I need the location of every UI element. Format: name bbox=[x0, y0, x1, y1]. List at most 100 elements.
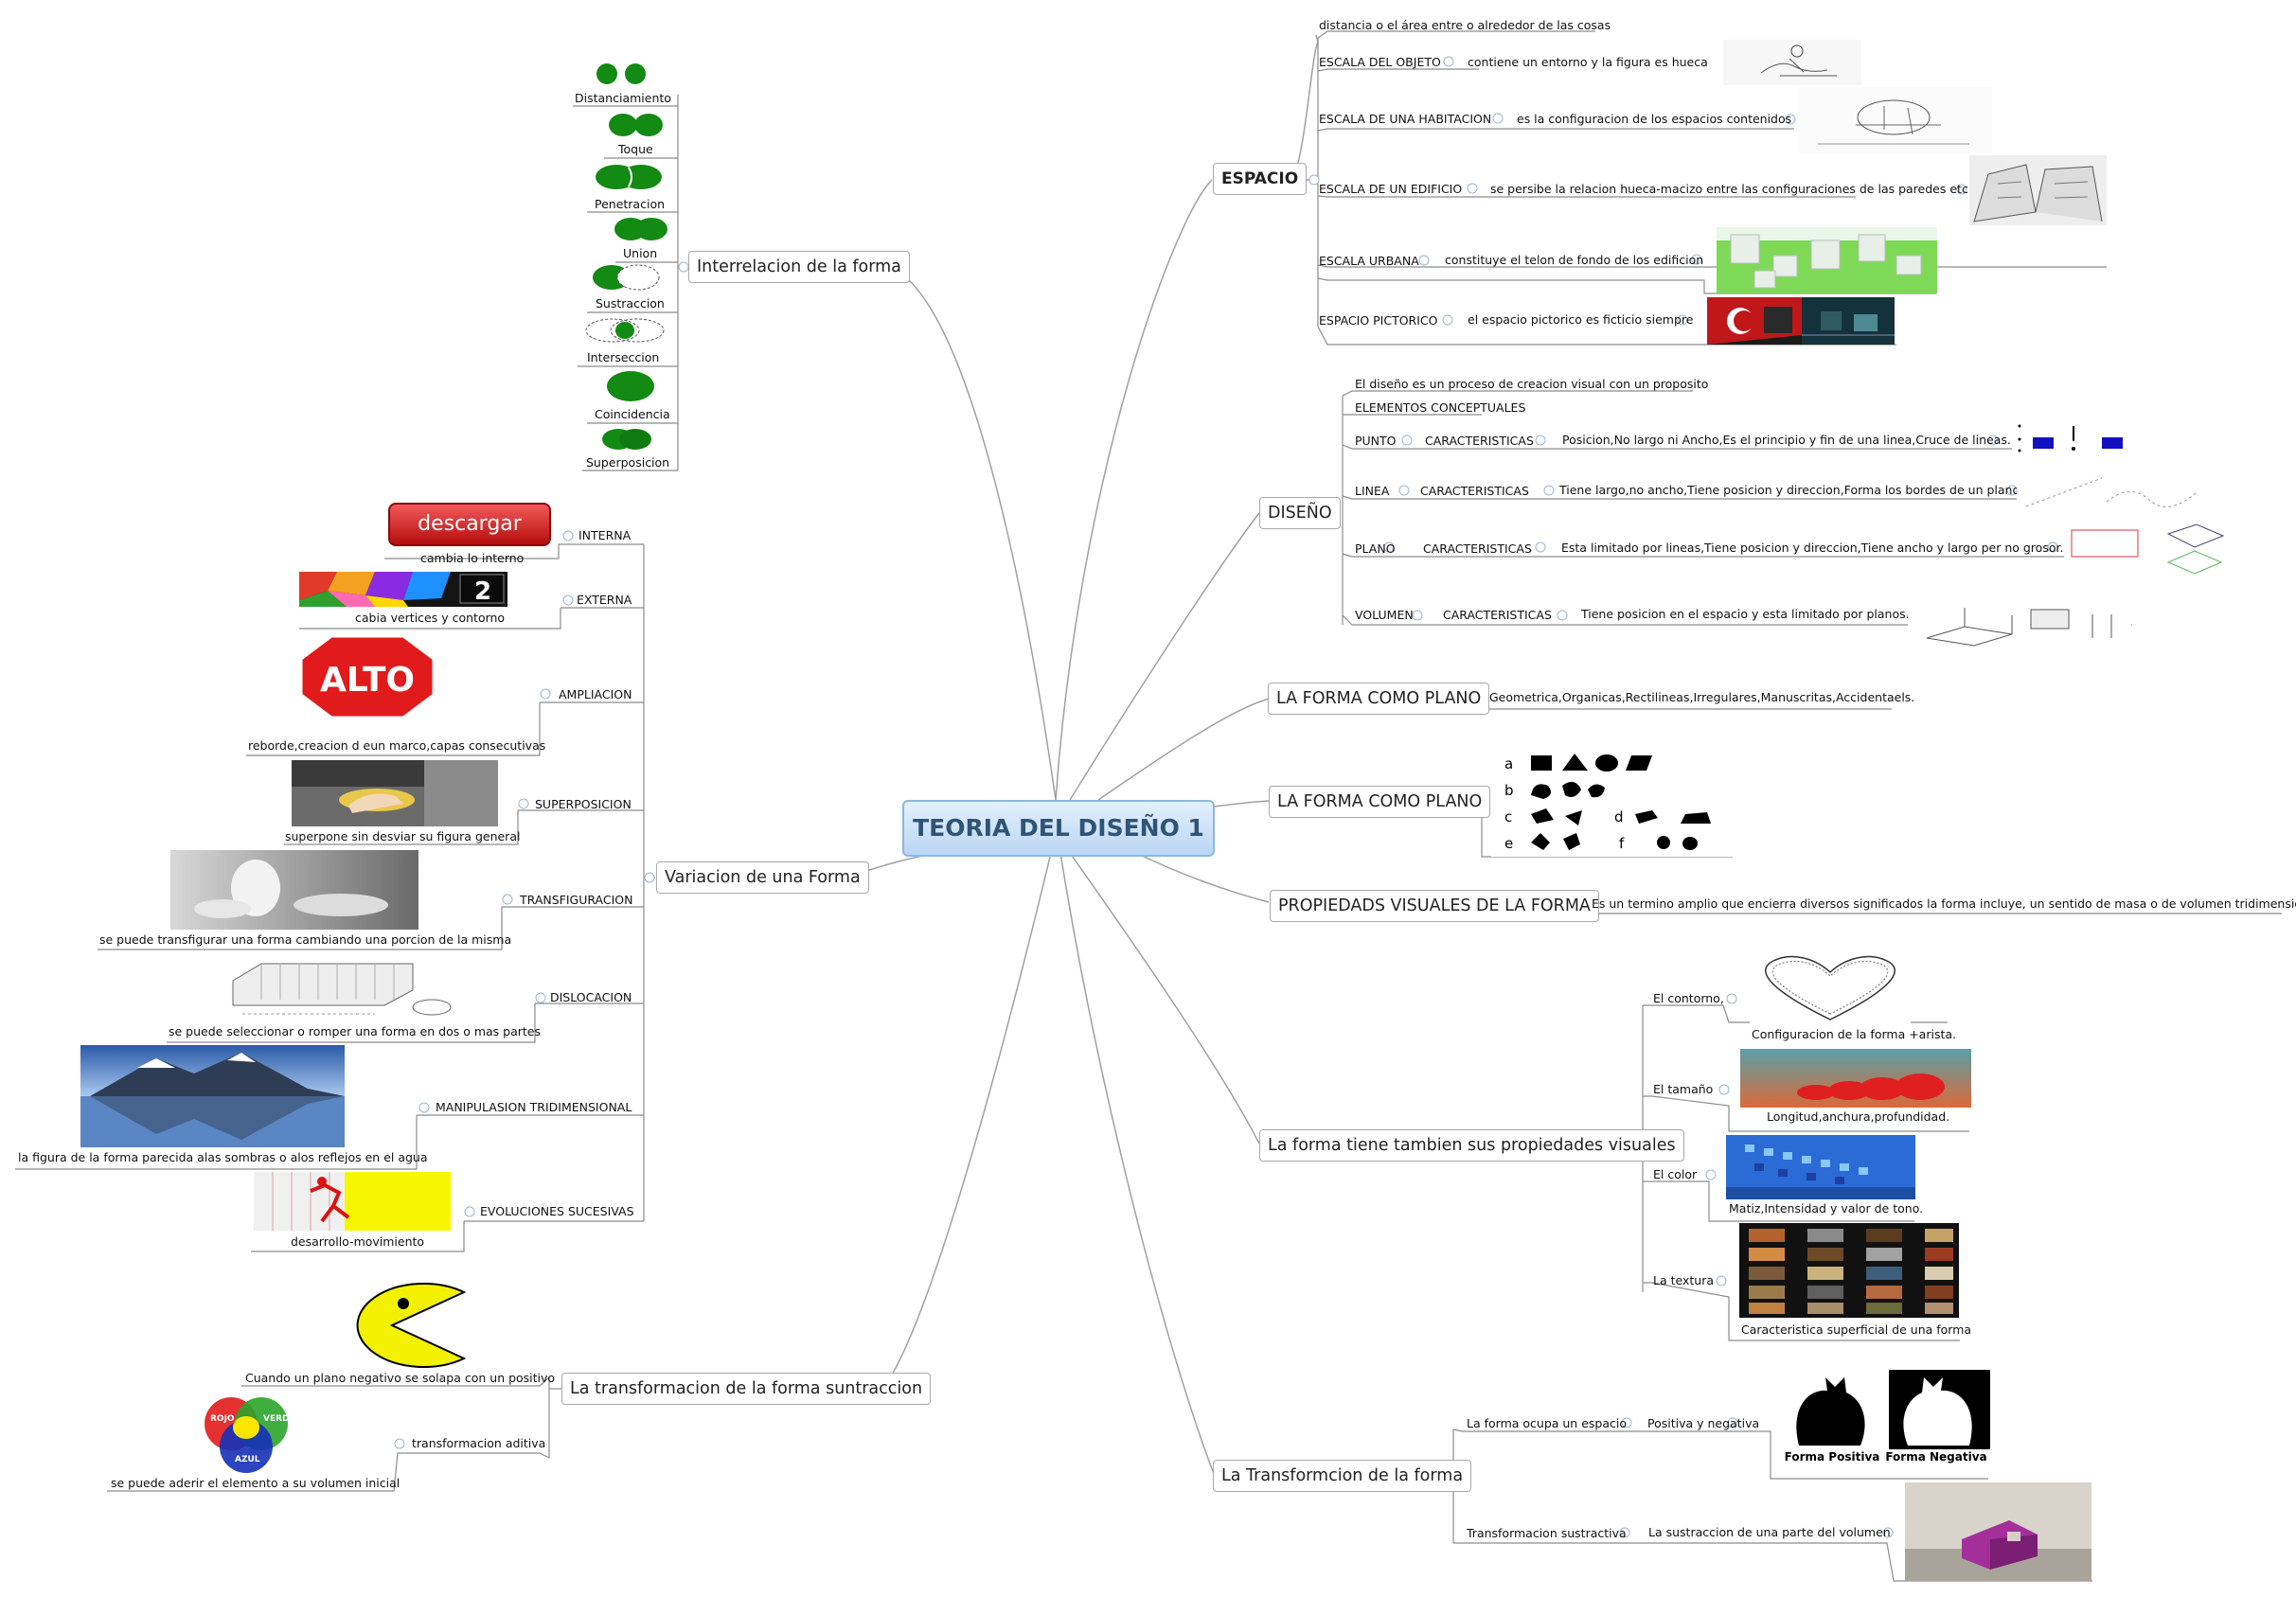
stop-sign-image: ALTO bbox=[292, 632, 485, 735]
variacion-caption-superposicion: superpone sin desviar su figura general bbox=[285, 829, 521, 843]
city-render-image bbox=[1717, 227, 1937, 293]
diseno-label-plano[interactable]: PLANO bbox=[1355, 541, 1396, 556]
heart-contour-image bbox=[1750, 951, 1911, 1025]
topic-propiedades-visuales[interactable]: PROPIEDADS VISUALES DE LA FORMA bbox=[1270, 890, 1599, 922]
shape-letter-c: c bbox=[1504, 808, 1512, 825]
visual-label-color[interactable]: El color bbox=[1653, 1167, 1698, 1181]
forma-plano-1-desc[interactable]: Geometrica,Organicas,Rectilineas,Irregul… bbox=[1489, 690, 1915, 704]
transformacion-sub-sustraccion[interactable]: La sustraccion de una parte del volumen bbox=[1648, 1525, 1891, 1539]
topic-transformacion-forma[interactable]: La Transformcion de la forma bbox=[1213, 1460, 1472, 1492]
sketch-image-objeto bbox=[1723, 40, 1861, 85]
variacion-label-interna[interactable]: INTERNA bbox=[578, 528, 632, 542]
variacion-caption-transfiguracion: se puede transfigurar una forma cambiand… bbox=[99, 932, 512, 947]
topic-variacion-forma[interactable]: Variacion de una Forma bbox=[656, 861, 869, 894]
interrelacion-superposicion: Superposicion bbox=[586, 455, 670, 470]
variacion-label-transfiguracion[interactable]: TRANSFIGURACION bbox=[520, 893, 633, 907]
transformacion-label-ocupa[interactable]: La forma ocupa un espacio bbox=[1467, 1416, 1627, 1430]
union-icon bbox=[612, 216, 670, 242]
espacio-desc-2[interactable]: se persibe la relacion hueca-macizo entr… bbox=[1490, 182, 1972, 196]
sustraccion-label-plano-negativo[interactable]: Cuando un plano negativo se solapa con u… bbox=[245, 1371, 556, 1385]
espacio-desc-1[interactable]: es la configuracion de los espacios cont… bbox=[1517, 112, 1792, 126]
topic-forma-como-plano-2[interactable]: LA FORMA COMO PLANO bbox=[1269, 786, 1491, 818]
transformacion-label-sustractiva[interactable]: Transformacion sustractiva bbox=[1467, 1526, 1627, 1540]
diseno-caracteristicas-volumen[interactable]: CARACTERISTICAS bbox=[1443, 608, 1552, 622]
shape-letter-f: f bbox=[1619, 835, 1625, 852]
interrelacion-penetracion: Penetracion bbox=[595, 197, 666, 211]
topic-interrelacion-forma[interactable]: Interrelacion de la forma bbox=[688, 251, 910, 283]
variacion-label-externa[interactable]: EXTERNA bbox=[577, 593, 632, 607]
venn-label-rojo: ROJO bbox=[210, 1414, 235, 1424]
rgb-venn-image: ROJO VERDE AZUL bbox=[187, 1395, 305, 1473]
espacio-desc-3[interactable]: constituye el telon de fondo de los edif… bbox=[1445, 253, 1704, 267]
shape-letter-d: d bbox=[1614, 808, 1624, 825]
diseno-label-linea[interactable]: LINEA bbox=[1355, 484, 1390, 498]
shapes-letters-image: a b c d e f bbox=[1491, 748, 1733, 857]
espacio-desc-4[interactable]: el espacio pictorico es ficticio siempre bbox=[1468, 312, 1694, 327]
diseno-desc-plano[interactable]: Esta limitado por lineas,Tiene posicion … bbox=[1561, 541, 2064, 555]
variacion-label-manipulasion[interactable]: MANIPULASION TRIDIMENSIONAL bbox=[436, 1100, 632, 1114]
espacio-label-2[interactable]: ESCALA DE UN EDIFICIO bbox=[1319, 182, 1463, 196]
variacion-caption-ampliacion: reborde,creacion d eun marco,capas conse… bbox=[248, 738, 546, 753]
diseno-elementos[interactable]: ELEMENTOS CONCEPTUALES bbox=[1355, 400, 1526, 415]
transformacion-sub-positiva[interactable]: Positiva y negativa bbox=[1647, 1416, 1760, 1430]
shape-letter-b: b bbox=[1504, 782, 1514, 799]
diseno-desc-punto[interactable]: Posicion,No largo ni Ancho,Es el princip… bbox=[1562, 433, 2011, 447]
penetracion-icon bbox=[592, 163, 666, 191]
dislocacion-sketch-image bbox=[223, 952, 464, 1021]
variacion-label-superposicion[interactable]: SUPERPOSICION bbox=[535, 797, 632, 811]
visual-caption-contorno: Configuracion de la forma +arista. bbox=[1752, 1027, 1956, 1041]
diseno-desc-linea[interactable]: Tiene largo,no ancho,Tiene posicion y di… bbox=[1559, 483, 2023, 497]
diseno-label-volumen[interactable]: VOLUMEN bbox=[1355, 608, 1414, 622]
descargar-label: descargar bbox=[388, 503, 551, 546]
size-render-image bbox=[1740, 1049, 1971, 1108]
espacio-desc-0[interactable]: contiene un entorno y la figura es hueca bbox=[1468, 55, 1708, 69]
variacion-label-ampliacion[interactable]: AMPLIACION bbox=[559, 687, 632, 701]
venn-label-azul: AZUL bbox=[235, 1455, 260, 1464]
espacio-intro: distancia o el área entre o alrededor de… bbox=[1319, 18, 1611, 32]
mountain-reflection-photo bbox=[80, 1045, 345, 1147]
pacman-image bbox=[312, 1283, 472, 1368]
diseno-label-punto[interactable]: PUNTO bbox=[1355, 434, 1397, 448]
subtractive-volume-photo bbox=[1905, 1482, 2091, 1581]
variacion-caption-interna: cambia lo interno bbox=[420, 551, 525, 565]
espacio-label-0[interactable]: ESCALA DEL OBJETO bbox=[1319, 55, 1441, 69]
variacion-caption-dislocacion: se puede seleccionar o romper una forma … bbox=[169, 1024, 541, 1038]
topic-propiedades-visuales-forma[interactable]: La forma tiene tambien sus propiedades v… bbox=[1259, 1129, 1684, 1162]
descargar-button-image: descargar bbox=[388, 503, 551, 546]
variacion-label-evoluciones[interactable]: EVOLUCIONES SUCESIVAS bbox=[480, 1204, 634, 1218]
topic-diseno[interactable]: DISEÑO bbox=[1259, 497, 1341, 529]
topic-forma-como-plano-1[interactable]: LA FORMA COMO PLANO bbox=[1268, 683, 1490, 715]
diseno-caracteristicas-punto[interactable]: CARACTERISTICAS bbox=[1425, 434, 1534, 448]
interrelacion-union: Union bbox=[623, 246, 658, 260]
variacion-caption-externa: cabia vertices y contorno bbox=[355, 611, 506, 625]
espacio-label-4[interactable]: ESPACIO PICTORICO bbox=[1319, 313, 1438, 328]
visual-label-textura[interactable]: La textura bbox=[1653, 1273, 1714, 1287]
topic-espacio[interactable]: ESPACIO bbox=[1213, 163, 1308, 195]
sketch-image-habitacion bbox=[1799, 87, 1992, 153]
color-cubes-image bbox=[1726, 1135, 1915, 1199]
variacion-label-dislocacion[interactable]: DISLOCACION bbox=[550, 990, 632, 1004]
root-topic[interactable]: TEORIA DEL DISEÑO 1 bbox=[902, 800, 1215, 857]
espacio-label-3[interactable]: ESCALA URBANA bbox=[1319, 254, 1419, 268]
sustraccion-label-aditiva[interactable]: transformacion aditiva bbox=[412, 1436, 546, 1450]
variacion-caption-evoluciones: desarrollo-movimiento bbox=[291, 1234, 425, 1249]
topic-transformacion-suntraccion[interactable]: La transformacion de la forma suntraccio… bbox=[561, 1373, 932, 1405]
cat-label-negativa: Forma Negativa bbox=[1885, 1450, 1986, 1464]
venn-label-verde: VERDE bbox=[263, 1414, 295, 1424]
cat-label-positiva: Forma Positiva bbox=[1785, 1450, 1880, 1464]
interrelacion-interseccion: Interseccion bbox=[587, 350, 660, 364]
sustraccion-caption-aditiva: se puede aderir el elemento a su volumen… bbox=[111, 1476, 400, 1490]
espacio-label-1[interactable]: ESCALA DE UNA HABITACION bbox=[1319, 112, 1492, 126]
visual-label-contorno[interactable]: El contorno, bbox=[1653, 991, 1724, 1005]
coincidencia-icon bbox=[605, 369, 656, 403]
diseno-desc-volumen[interactable]: Tiene posicion en el espacio y esta limi… bbox=[1581, 607, 1910, 621]
sketch-image-edificio bbox=[1969, 155, 2107, 225]
diseno-caracteristicas-linea[interactable]: CARACTERISTICAS bbox=[1420, 484, 1529, 498]
diseno-caracteristicas-plano[interactable]: CARACTERISTICAS bbox=[1423, 541, 1532, 556]
superposicion-icon bbox=[599, 426, 654, 452]
propiedades-desc[interactable]: Es un termino amplio que encierra divers… bbox=[1592, 896, 2296, 911]
interseccion-icon bbox=[582, 316, 667, 345]
evolucion-movimiento-image bbox=[254, 1172, 451, 1231]
visual-label-tamano[interactable]: El tamaño bbox=[1653, 1082, 1714, 1096]
